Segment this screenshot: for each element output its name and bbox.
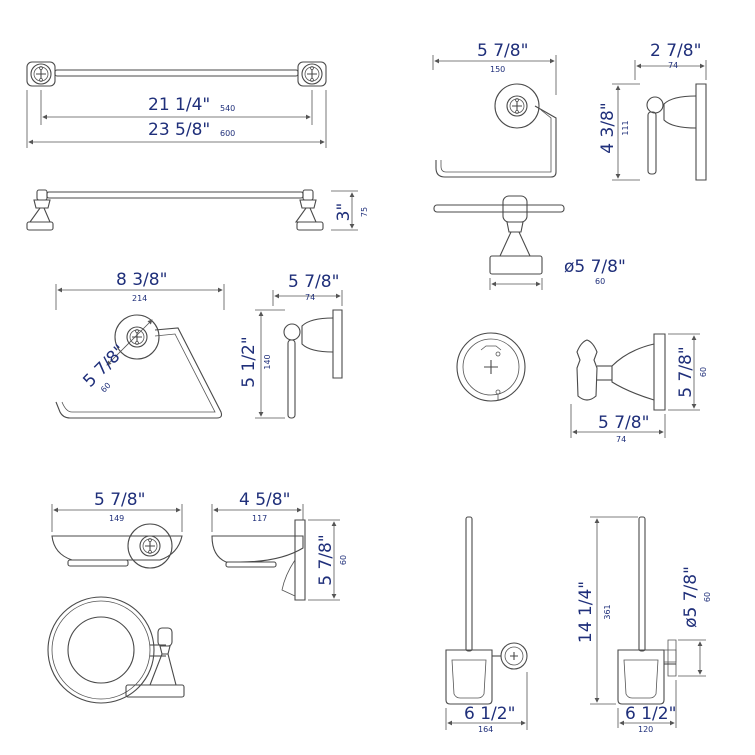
paper-holder-top-view: ø5 7/8" 60 <box>433 195 626 290</box>
toilet-brush-side-view: 6 1/2" 120 14 1/4" 361 ø5 7/8" 60 <box>576 516 712 734</box>
paper-holder-side-view: 2 7/8" 74 4 3/8" 111 <box>598 41 707 181</box>
towel-bar-top-view: 3" 75 <box>26 189 369 231</box>
towel-bar-front-view <box>26 61 327 87</box>
robe-hook-side-view: 5 7/8" 74 5 7/8" 60 <box>570 333 708 444</box>
soap-dish-depth-mm: 117 <box>252 514 267 523</box>
paper-holder-depth: 2 7/8" <box>650 41 701 61</box>
toilet-brush-height: 14 1/4" <box>576 581 596 643</box>
paper-holder-width-mm: 150 <box>490 65 505 74</box>
paper-holder-height-mm: 111 <box>621 120 630 135</box>
towel-bar-dimension-outer: 23 5/8" 600 <box>26 90 327 148</box>
paper-holder-base: ø5 7/8" <box>564 257 626 277</box>
towel-ring-depth: 5 7/8" <box>288 272 339 292</box>
soap-dish-front-view: 5 7/8" 149 <box>51 490 183 569</box>
soap-dish-depth: 4 5/8" <box>239 490 290 510</box>
soap-dish-side-view: 4 5/8" 117 5 7/8" 60 <box>211 490 348 601</box>
soap-dish-height: 5 7/8" <box>316 534 336 585</box>
robe-hook-depth-mm: 74 <box>616 435 626 444</box>
toilet-brush-base: ø5 7/8" <box>681 566 701 628</box>
paper-holder-width: 5 7/8" <box>477 41 528 61</box>
towel-ring-front-view: 8 3/8" 214 5 7/8" 60 <box>55 270 225 419</box>
soap-dish-top-view <box>47 596 185 704</box>
toilet-brush-side-width-mm: 120 <box>638 725 653 734</box>
robe-hook-depth: 5 7/8" <box>598 413 649 433</box>
towel-bar-height: 3" <box>334 203 354 222</box>
toilet-brush-front-view: 6 1/2" 164 <box>445 516 528 734</box>
towel-ring-height-mm: 140 <box>263 354 272 369</box>
robe-hook-front-view <box>456 332 526 402</box>
soap-dish-height-mm: 60 <box>339 555 348 565</box>
toilet-brush-side-width: 6 1/2" <box>625 704 676 724</box>
toilet-brush-base-mm: 60 <box>703 592 712 602</box>
towel-bar-outer-width-mm: 600 <box>220 129 235 138</box>
towel-bar-height-mm: 75 <box>360 207 369 217</box>
toilet-brush-height-mm: 361 <box>603 604 612 619</box>
paper-holder-height: 4 3/8" <box>598 102 618 153</box>
paper-holder-base-mm: 60 <box>595 277 605 286</box>
toilet-brush-front-width: 6 1/2" <box>464 704 515 724</box>
towel-bar-inner-width: 21 1/4" <box>148 95 210 115</box>
towel-ring-width-mm: 214 <box>132 294 147 303</box>
towel-ring-height: 5 1/2" <box>239 336 259 387</box>
soap-dish-width: 5 7/8" <box>94 490 145 510</box>
towel-ring-width: 8 3/8" <box>116 270 167 290</box>
towel-bar-dimension-inner: 21 1/4" 540 <box>40 90 313 125</box>
robe-hook-height: 5 7/8" <box>676 346 696 397</box>
paper-holder-front-view: 5 7/8" 150 <box>432 41 557 178</box>
robe-hook-height-mm: 60 <box>699 367 708 377</box>
towel-ring-depth-mm: 74 <box>305 293 315 302</box>
towel-bar-outer-width: 23 5/8" <box>148 120 210 140</box>
towel-bar-inner-width-mm: 540 <box>220 104 235 113</box>
toilet-brush-front-width-mm: 164 <box>478 725 493 734</box>
soap-dish-width-mm: 149 <box>109 514 124 523</box>
paper-holder-depth-mm: 74 <box>668 61 678 70</box>
towel-ring-side-view: 5 7/8" 74 5 1/2" 140 <box>239 272 343 419</box>
